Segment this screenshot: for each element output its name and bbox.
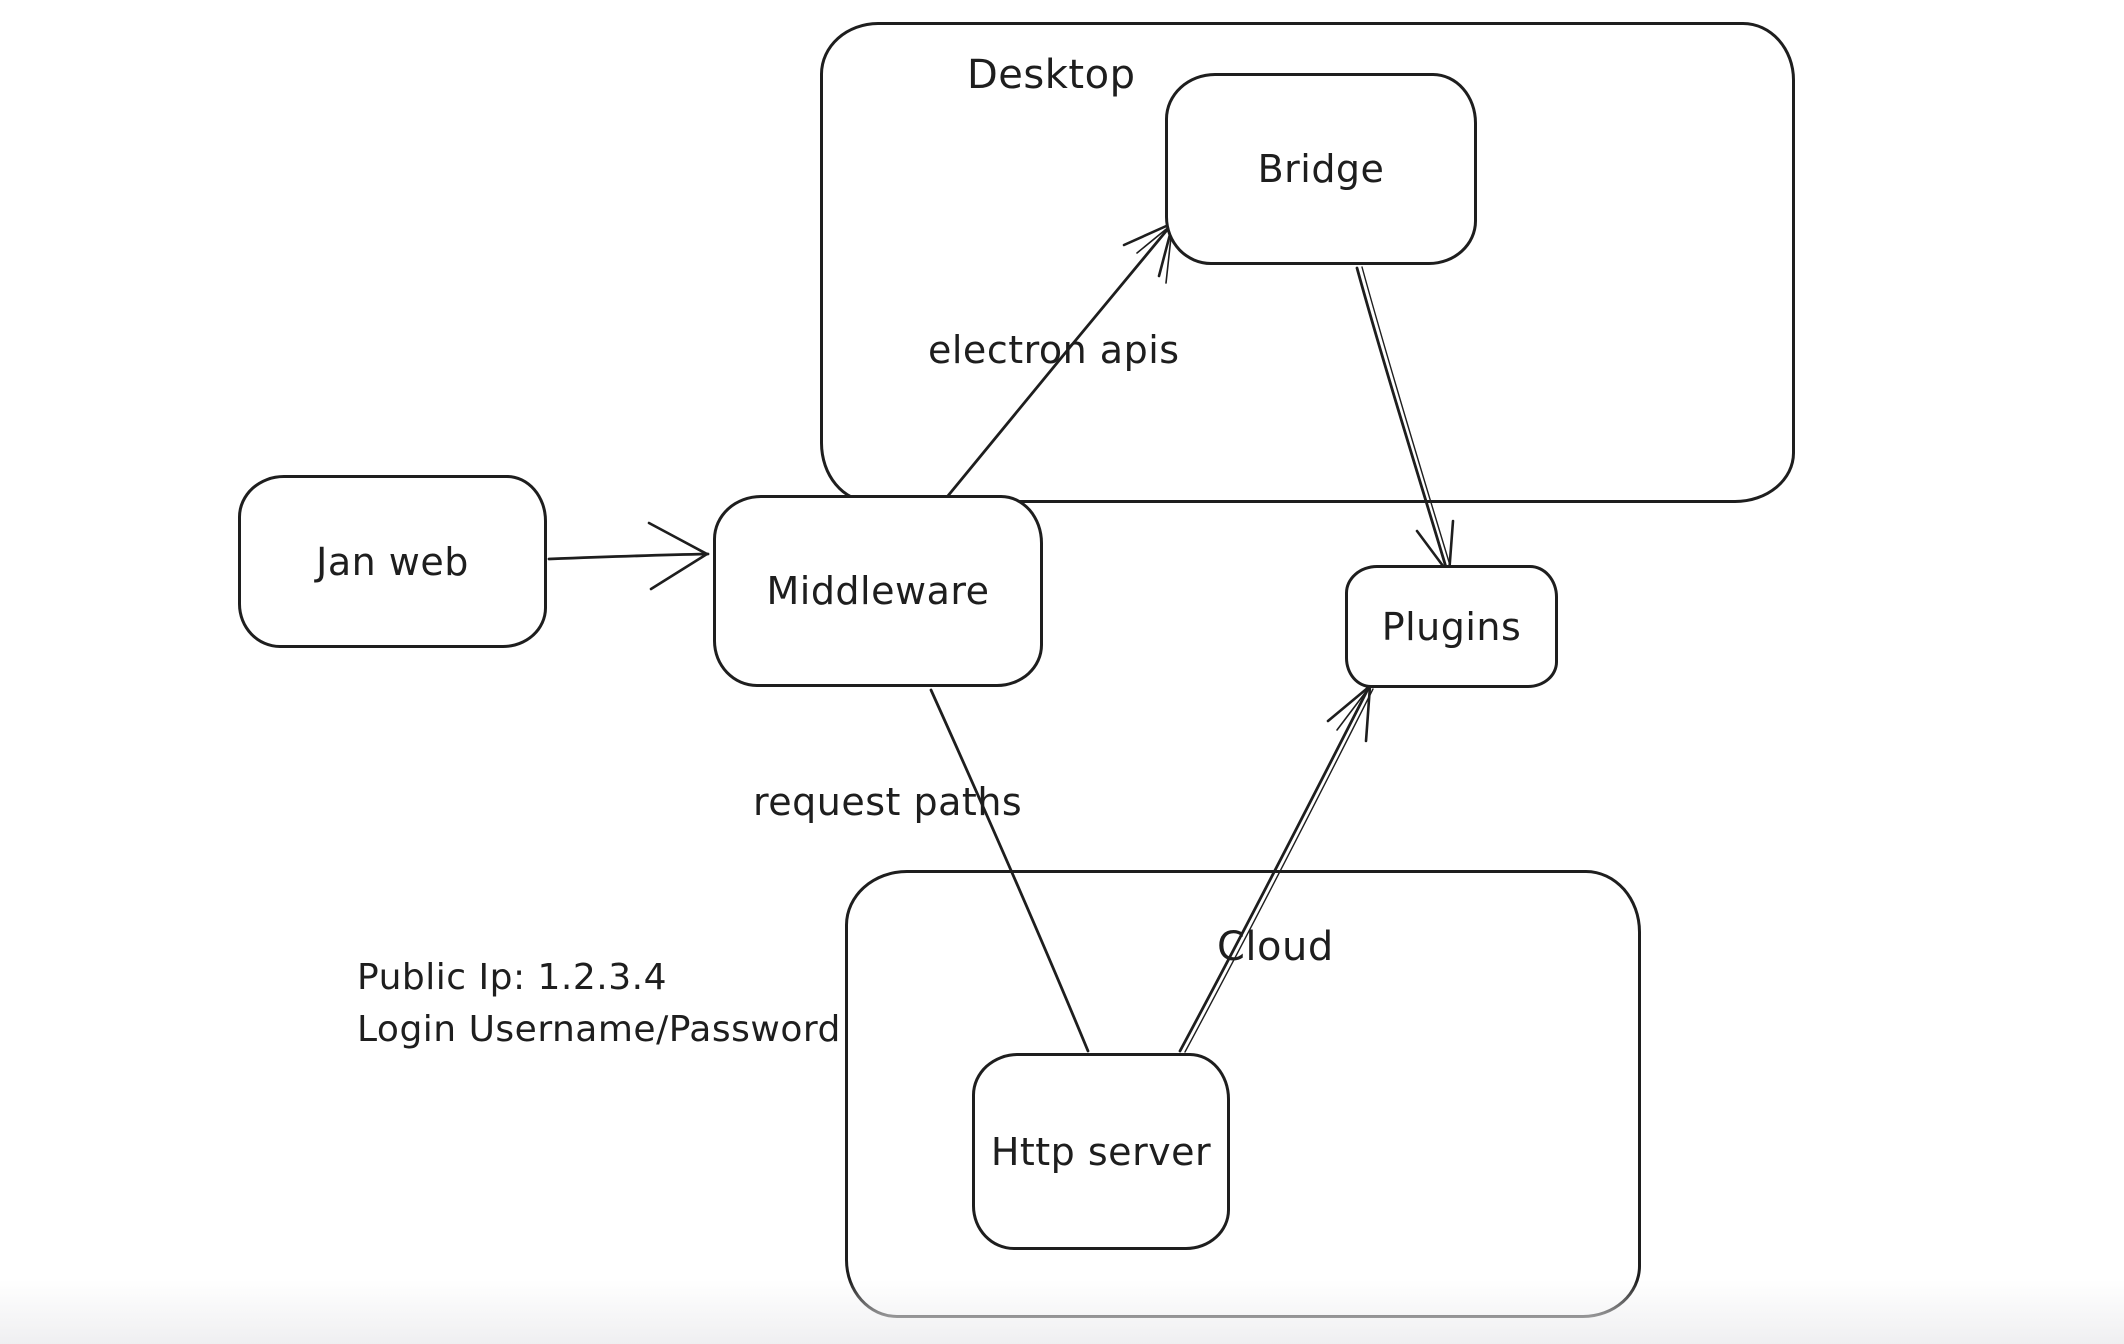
node-bridge[interactable]: Bridge (1165, 73, 1477, 265)
node-middleware[interactable]: Middleware (713, 495, 1043, 687)
node-http-server-label: Http server (990, 1129, 1212, 1174)
node-http-server[interactable]: Http server (972, 1053, 1230, 1250)
node-plugins[interactable]: Plugins (1345, 565, 1558, 688)
edge-label-request-paths[interactable]: request paths (753, 780, 1023, 824)
node-plugins-label: Plugins (1381, 604, 1522, 649)
edge-label-electron-apis[interactable]: electron apis (928, 328, 1180, 372)
node-bridge-label: Bridge (1257, 147, 1385, 191)
node-jan-web-label: Jan web (316, 539, 469, 584)
edge-janweb-to-middleware[interactable] (547, 521, 710, 591)
cloud-credentials-annotation[interactable]: Public Ip: 1.2.3.4 Login Username/Passwo… (357, 952, 841, 1056)
desktop-container-box[interactable] (820, 22, 1795, 503)
cloud-container-label[interactable]: Cloud (1217, 924, 1334, 970)
node-jan-web[interactable]: Jan web (238, 475, 547, 648)
desktop-container-label[interactable]: Desktop (967, 52, 1136, 98)
node-middleware-label: Middleware (766, 569, 990, 613)
public-ip-line: Public Ip: 1.2.3.4 (357, 957, 667, 998)
login-line: Login Username/Password (357, 1009, 841, 1050)
